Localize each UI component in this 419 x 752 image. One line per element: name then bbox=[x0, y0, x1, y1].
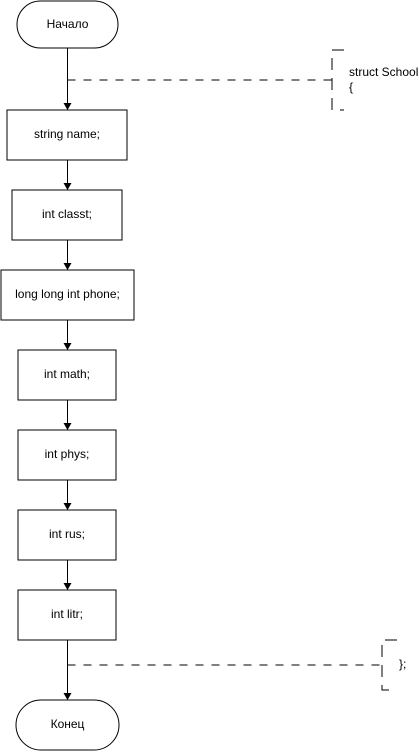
step-string-name[interactable]: string name; bbox=[6, 109, 128, 161]
step-int-math[interactable]: int math; bbox=[17, 349, 117, 401]
comment-line-1: struct School bbox=[349, 65, 418, 79]
comment-bracket bbox=[381, 639, 397, 691]
step-label: string name; bbox=[34, 127, 100, 141]
step-int-phys[interactable]: int phys; bbox=[17, 429, 117, 481]
step-label: int phys; bbox=[45, 447, 90, 461]
step-long-long-int-phone[interactable]: long long int phone; bbox=[0, 269, 135, 321]
step-int-classt[interactable]: int classt; bbox=[11, 189, 123, 241]
start-terminator[interactable]: Начало bbox=[16, 0, 119, 49]
step-label: int rus; bbox=[49, 527, 85, 541]
end-terminator[interactable]: Конец bbox=[15, 699, 120, 751]
step-label: long long int phone; bbox=[15, 287, 120, 301]
start-label: Начало bbox=[47, 17, 89, 31]
comment-struct-close[interactable]: }; bbox=[67, 639, 407, 691]
step-int-litr[interactable]: int litr; bbox=[17, 589, 117, 641]
step-int-rus[interactable]: int rus; bbox=[17, 509, 117, 561]
step-label: int classt; bbox=[42, 207, 92, 221]
end-label: Конец bbox=[51, 717, 85, 731]
comment-struct-open[interactable]: struct School { bbox=[67, 49, 419, 111]
comment-bracket bbox=[331, 49, 344, 111]
step-label: int math; bbox=[44, 367, 90, 381]
comment-line-1: }; bbox=[399, 657, 406, 671]
step-label: int litr; bbox=[51, 607, 83, 621]
comment-line-2: { bbox=[349, 80, 353, 94]
